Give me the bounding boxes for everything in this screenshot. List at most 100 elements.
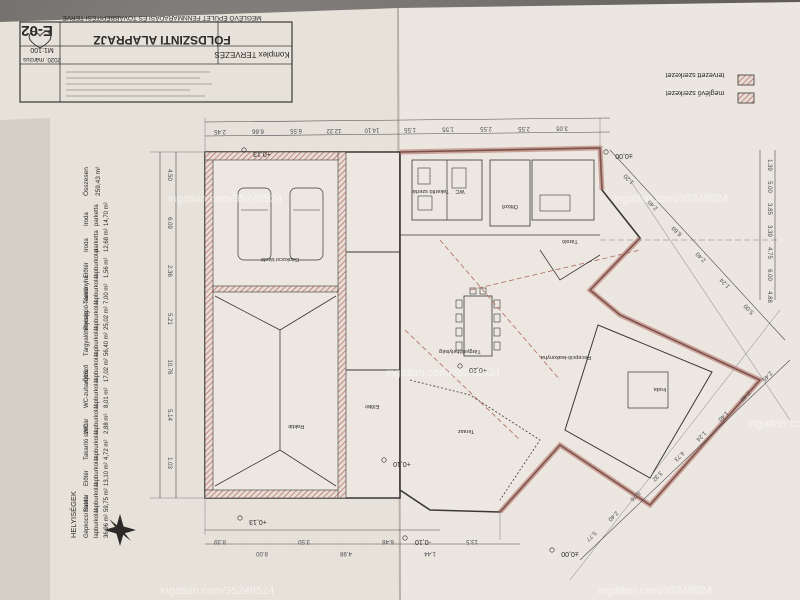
dimension-bottom: 4.98 — [340, 550, 352, 556]
dimension-bottom: 3.50 — [298, 538, 310, 544]
legend-swatch-existing — [737, 92, 755, 104]
room-schedule-area: 1,56 m² — [104, 258, 110, 278]
dimension-top: 1.55 — [442, 126, 454, 132]
room-schedule-area: 7,00 m² — [104, 284, 110, 304]
car-icon — [289, 187, 324, 261]
plan-label-reception: Recepció-teakonyha — [540, 354, 591, 360]
dimension-top: 2.55 — [518, 125, 530, 131]
dimension-left: 6.09 — [166, 217, 172, 229]
plan-label-office: Iroda — [653, 386, 666, 392]
plan-label-wc: WC — [455, 188, 464, 194]
plan-label-cleaning: Takarító szertár — [411, 188, 449, 194]
dimension-right: 4.75 — [766, 247, 772, 259]
wall-north-left — [204, 151, 346, 161]
room-schedule-area: 56,40 m² — [104, 332, 110, 356]
changing-room — [489, 159, 531, 227]
dimension-top: 14.10 — [364, 126, 380, 132]
wall-garage-storage — [212, 285, 339, 293]
level-marker-icon — [549, 547, 555, 553]
room-schedule-total-value: 259,43 m² — [95, 166, 102, 196]
room-schedule-name: Iroda — [84, 212, 90, 226]
wall-south-left — [204, 489, 346, 499]
plan-label-changing: Öltöző — [502, 203, 518, 210]
plan-label-lobby: Előtér — [365, 403, 380, 409]
watermark-text: ingatlan.com/35248524 — [386, 367, 501, 379]
dimension-left: 1.03 — [166, 457, 172, 469]
dimension-top: 2.55 — [480, 125, 492, 131]
wall-mid-left — [337, 151, 347, 499]
room-schedule-floor: lapburkolat — [94, 456, 100, 486]
dimension-lines — [159, 117, 791, 561]
paper-shadow — [0, 118, 50, 600]
dimension-left: 5.14 — [166, 409, 172, 421]
room-schedule-total-label: Összesen — [82, 167, 90, 196]
watermark-text: ingatlan.com/35248524 — [614, 193, 729, 205]
level-marks: +0,13+0,20+0,10+0,13-0,10±0,00±0,00 — [237, 147, 633, 557]
room-schedule-floor: lapburkolat — [94, 404, 100, 434]
company-name: Komplex TERVEZÉS — [214, 50, 289, 59]
drawing-date: 2020. március — [23, 56, 61, 62]
dimension-left: 5.21 — [166, 313, 172, 325]
dimension-bottom: 13.5 — [466, 538, 478, 544]
room-schedule-name: WC-zuhanyzó — [84, 370, 90, 408]
dimension-bottom: 6.48 — [382, 538, 394, 544]
dimension-top: 3.05 — [556, 124, 568, 130]
dimension-right: 3.39 — [766, 225, 772, 237]
dimension-right: 5.00 — [766, 181, 772, 193]
sheet-number: E-02 — [21, 22, 53, 39]
room-schedule-area: 25,02 m² — [104, 306, 110, 330]
room-schedule-name: Takarító szertár — [84, 419, 90, 460]
room-schedule-area: 12,68 m² — [104, 228, 110, 252]
room-schedule-name: Előtér — [84, 470, 90, 486]
dimension-top: 6.66 — [252, 128, 264, 134]
room-schedule-floor: lapburkolat — [94, 482, 100, 512]
dimension-top: 2.45 — [214, 128, 226, 134]
room-schedule-floor: lapburkolat — [94, 248, 100, 278]
office-lower — [564, 324, 713, 479]
legend-swatch-new — [737, 74, 755, 86]
dimension-bottom: 1.44 — [424, 550, 436, 556]
room-schedule-area: 8,01 m² — [104, 388, 110, 408]
watermark-text: ingatlan.com/ — [748, 418, 800, 430]
dimension-bottom: 8.00 — [256, 550, 268, 556]
level-mark: ±0,00 — [615, 152, 633, 159]
watermark-text: ingatlan.com/35248524 — [598, 585, 713, 597]
plan-label-storeroom: Tároló — [562, 238, 578, 244]
level-mark: -0,10 — [415, 538, 431, 545]
room-schedule-area: 14,70 m² — [104, 202, 110, 226]
plan-label-storage: Raktár — [288, 423, 304, 429]
dimension-left: 10.76 — [166, 359, 172, 375]
room-schedule-name: Tárgyalóhelyiség — [84, 311, 90, 356]
room-schedule-name: Gépkocsi tároló — [84, 496, 90, 538]
dimension-left: 2.36 — [166, 265, 172, 277]
room-schedule-name: Tároló — [84, 286, 90, 304]
dimension-bottom: 8.39 — [214, 538, 226, 544]
room-labels: Gépkocsi tárolóRaktárTárgyalóhelyiségRec… — [261, 188, 666, 434]
dimension-right: 6.00 — [766, 269, 772, 281]
drawing-subtitle: MEGLÉVŐ ÉPÜLET FENNMARADÁSI ÉS TOVÁBBÉPÍ… — [62, 14, 262, 23]
north-arrow-icon — [104, 514, 136, 546]
room-schedule-floor: parketta — [94, 230, 100, 252]
level-marker-icon — [237, 515, 243, 521]
dimension-top: 12.22 — [326, 127, 342, 133]
room-schedule-name: Öltöző — [83, 364, 90, 382]
dimension-right: 3.85 — [766, 203, 772, 215]
level-marker-icon — [603, 149, 609, 155]
level-marker-icon — [381, 457, 387, 463]
room-schedule-floor: lapburkolat — [94, 274, 100, 304]
room-schedule-area: 2,88 m² — [104, 414, 110, 434]
office-upper — [531, 159, 595, 221]
room-schedule-area: 4,72 m² — [104, 440, 110, 460]
legend-existing-label: meglévő szerkezet — [666, 89, 724, 96]
room-schedule-area: 59,75 m² — [104, 488, 110, 512]
room-schedule-floor: lapburkolat — [94, 352, 100, 382]
level-marker-icon — [241, 147, 247, 153]
dimension-left: 4.50 — [166, 169, 172, 181]
drawing-scale: M1:100 — [30, 46, 53, 53]
room-schedule-area: 36,96 m² — [104, 514, 110, 538]
level-mark: +0,10 — [393, 460, 411, 467]
legend-new-label: tervezett szerkezet — [666, 71, 725, 78]
dimension-top: 6.55 — [290, 127, 302, 133]
